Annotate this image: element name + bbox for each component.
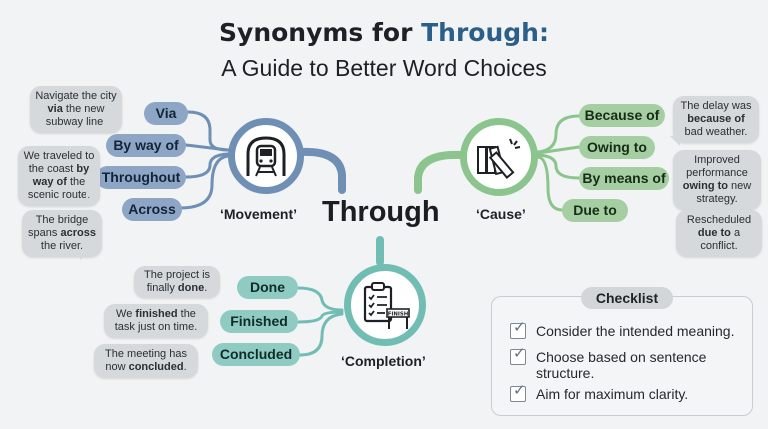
bubble-tail — [686, 202, 696, 212]
title-text: Synonyms for — [219, 18, 422, 47]
synonym-throughout: Throughout — [96, 166, 186, 189]
bubble-tail — [80, 250, 90, 260]
cause-hub — [460, 118, 538, 196]
synonym-done: Done — [237, 276, 298, 299]
bubble-tail — [86, 190, 95, 200]
bubble-tail — [670, 136, 680, 146]
bubble-tail — [104, 122, 114, 132]
synonym-concluded: Concluded — [212, 343, 300, 366]
example-bubble-owing-to: Improved performance owing to new strate… — [673, 150, 761, 210]
example-bubble-finished: We finished the task just on time. — [104, 304, 208, 338]
category-completion: ‘Completion’ — [341, 353, 426, 369]
checkbox-icon: ✓ — [510, 320, 526, 339]
synonym-due-to: Due to — [562, 199, 628, 222]
synonym-by-way-of: By way of — [106, 134, 186, 157]
checklist-panel: Checklist ✓ Consider the intended meanin… — [491, 287, 753, 416]
synonym-because-of: Because of — [579, 104, 665, 127]
movement-hub — [228, 118, 304, 194]
page-title: Synonyms for Through: — [0, 18, 768, 47]
example-bubble-done: The project is finally done. — [134, 266, 220, 298]
completion-hub: FINISH — [344, 264, 426, 346]
example-bubble-via: Navigate the city via the new subway lin… — [30, 86, 122, 133]
finish-sign-text: FINISH — [388, 311, 409, 317]
dominoes-icon — [477, 138, 521, 179]
checkbox-icon: ✓ — [510, 383, 526, 402]
synonym-finished: Finished — [220, 310, 298, 333]
category-cause: ‘Cause’ — [476, 206, 526, 222]
clipboard-finish-icon: FINISH — [363, 282, 410, 329]
synonym-via: Via — [144, 102, 188, 125]
example-bubble-concluded: The meeting has now concluded. — [94, 344, 198, 378]
category-movement: ‘Movement’ — [220, 206, 298, 222]
page-subtitle: A Guide to Better Word Choices — [221, 55, 547, 81]
example-bubble-because-of: The delay was because of bad weather. — [673, 96, 759, 143]
synonym-owing-to: Owing to — [579, 136, 655, 159]
synonym-by-means-of: By means of — [579, 167, 669, 190]
center-word: Through — [322, 196, 440, 228]
bubble-tail — [686, 248, 696, 258]
synonym-across: Across — [122, 198, 182, 221]
example-bubble-by-way-of: We traveled to the coast by way of the s… — [18, 146, 100, 206]
train-tunnel-icon — [246, 136, 286, 177]
title-highlight: Through: — [421, 18, 549, 47]
checkbox-icon: ✓ — [510, 346, 526, 365]
example-bubble-across: The bridge spans across the river. — [22, 210, 102, 257]
checklist-title: Checklist — [581, 287, 673, 309]
